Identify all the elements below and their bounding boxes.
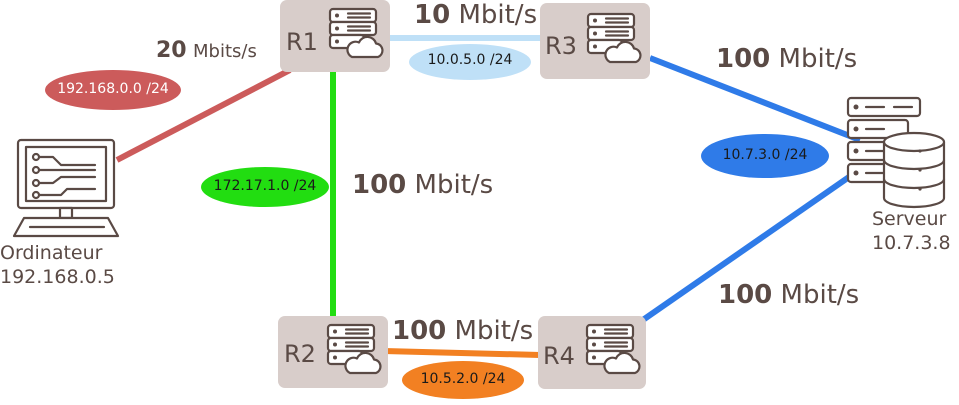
speed-unit: Mbits/s [192, 41, 257, 62]
server-name: Serveur [872, 208, 947, 230]
speed-value: 100 [352, 170, 407, 200]
network-ellipse-r3-server [701, 134, 829, 178]
computer-name: Ordinateur [0, 242, 103, 264]
network-ellipse-r1-r3 [409, 44, 531, 80]
router-r3 [540, 3, 650, 79]
speed-label-pc-r1: 20 Mbits/s [156, 38, 257, 63]
network-label-r2-r4: 10.5.2.0 /24 [420, 371, 506, 387]
server-ip: 10.7.3.8 [872, 232, 951, 254]
router-r4 [538, 316, 646, 389]
router-r4-label: R4 [543, 342, 575, 370]
speed-unit: Mbit/s [454, 316, 534, 346]
network-ellipse-r2-r4 [402, 361, 524, 399]
router-r1 [280, 0, 390, 72]
speed-value: 100 [716, 44, 771, 74]
speed-label-r3-server: 100 Mbit/s [716, 44, 857, 74]
network-ellipse-pc-r1 [45, 70, 181, 110]
speed-unit: Mbit/s [414, 170, 494, 200]
server-label: Serveur 10.7.3.8 [872, 207, 951, 255]
link-pc-r1 [115, 67, 292, 163]
speed-label-r1-r3: 10 Mbit/s [414, 0, 537, 30]
server-database-icon [846, 96, 946, 209]
speed-value: 10 [414, 0, 451, 30]
network-label-r3-server: 10.7.3.0 /24 [722, 147, 808, 163]
speed-value: 20 [156, 38, 187, 63]
speed-label-r2-r4: 100 Mbit/s [392, 316, 533, 346]
speed-unit: Mbit/s [458, 0, 538, 30]
network-label-pc-r1: 192.168.0.0 /24 [57, 81, 169, 97]
link-r4-server [638, 165, 864, 325]
router-r2-label: R2 [284, 340, 316, 368]
link-r3-server [648, 55, 862, 143]
computer-circuit-icon [12, 138, 120, 238]
speed-label-r4-server: 100 Mbit/s [718, 280, 859, 310]
network-label-r1-r3: 10.0.5.0 /24 [427, 52, 513, 68]
computer-label: Ordinateur 192.168.0.5 [0, 241, 115, 289]
speed-label-r1-r2: 100 Mbit/s [352, 170, 493, 200]
speed-value: 100 [718, 280, 773, 310]
network-ellipse-r1-r2 [201, 167, 329, 207]
network-label-r1-r2: 172.17.1.0 /24 [213, 178, 317, 194]
router-r1-label: R1 [286, 28, 318, 56]
speed-unit: Mbit/s [778, 44, 858, 74]
speed-unit: Mbit/s [780, 280, 860, 310]
speed-value: 100 [392, 316, 447, 346]
link-r2-r4 [383, 348, 541, 358]
router-r2 [278, 316, 388, 388]
computer-ip: 192.168.0.5 [0, 266, 115, 288]
router-r3-label: R3 [545, 32, 577, 60]
